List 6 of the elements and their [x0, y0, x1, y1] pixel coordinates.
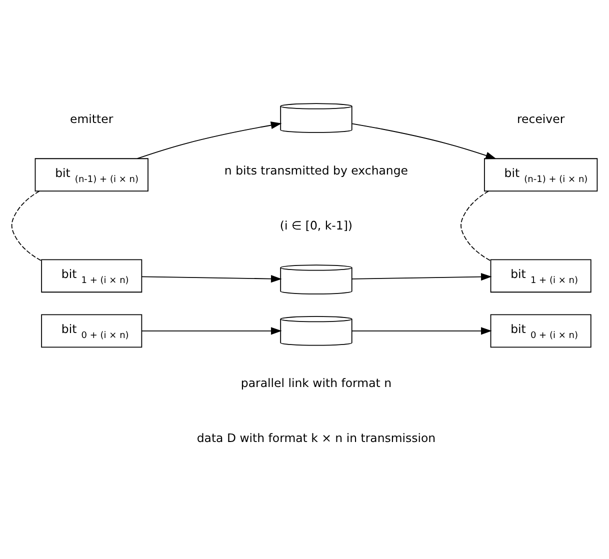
- label: data D with format k × n in transmission: [196, 431, 436, 446]
- label: receiver: [516, 112, 565, 126]
- label: emitter: [70, 112, 114, 126]
- label: n bits transmitted by exchange: [224, 163, 408, 178]
- label: parallel link with format n: [240, 376, 392, 390]
- label: (i ∈ [0, k-1]): [280, 218, 353, 232]
